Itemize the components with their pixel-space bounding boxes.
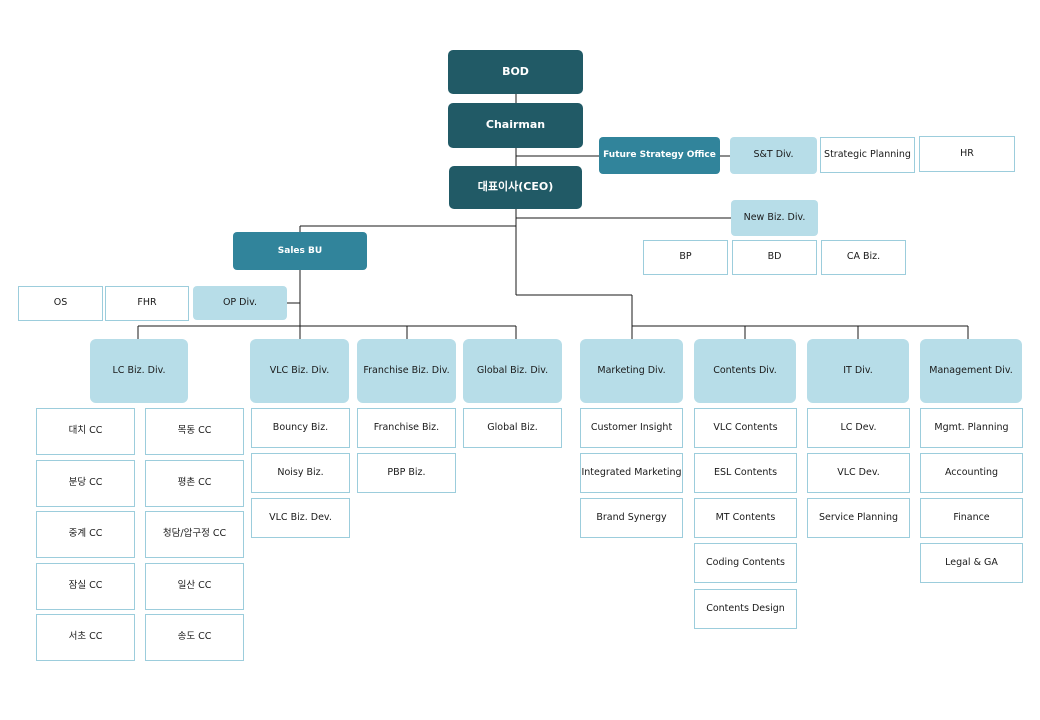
os-box: OS: [18, 286, 103, 321]
ceo-box: 대표이사(CEO): [449, 166, 582, 209]
unit-box: VLC Contents: [694, 408, 797, 448]
lc-center-box: 중계 CC: [36, 511, 135, 558]
unit-box: Coding Contents: [694, 543, 797, 583]
unit-box: Contents Design: [694, 589, 797, 629]
unit-box: Brand Synergy: [580, 498, 683, 538]
hr-box: HR: [919, 136, 1015, 172]
bod-box: BOD: [448, 50, 583, 94]
division-box: Management Div.: [920, 339, 1022, 403]
unit-box: VLC Biz. Dev.: [251, 498, 350, 538]
unit-box: LC Dev.: [807, 408, 910, 448]
unit-box: Legal & GA: [920, 543, 1023, 583]
unit-box: VLC Dev.: [807, 453, 910, 493]
fhr-box: FHR: [105, 286, 189, 321]
st-div-box: S&T Div.: [730, 137, 817, 174]
future-strategy-office-box: Future Strategy Office: [599, 137, 720, 174]
new-biz-unit-box: CA Biz.: [821, 240, 906, 275]
chairman-box: Chairman: [448, 103, 583, 148]
unit-box: Global Biz.: [463, 408, 562, 448]
unit-box: Integrated Marketing: [580, 453, 683, 493]
op-div-box: OP Div.: [193, 286, 287, 320]
unit-box: PBP Biz.: [357, 453, 456, 493]
unit-box: Service Planning: [807, 498, 910, 538]
lc-center-box: 대치 CC: [36, 408, 135, 455]
new-biz-div-box: New Biz. Div.: [731, 200, 818, 236]
new-biz-unit-box: BD: [732, 240, 817, 275]
unit-box: Bouncy Biz.: [251, 408, 350, 448]
lc-center-box: 분당 CC: [36, 460, 135, 507]
unit-box: Noisy Biz.: [251, 453, 350, 493]
division-box: Global Biz. Div.: [463, 339, 562, 403]
strategic-planning-box: Strategic Planning: [820, 137, 915, 173]
division-box: LC Biz. Div.: [90, 339, 188, 403]
unit-box: Customer Insight: [580, 408, 683, 448]
unit-box: Franchise Biz.: [357, 408, 456, 448]
unit-box: Finance: [920, 498, 1023, 538]
unit-box: Accounting: [920, 453, 1023, 493]
lc-center-box: 일산 CC: [145, 563, 244, 610]
unit-box: MT Contents: [694, 498, 797, 538]
division-box: Franchise Biz. Div.: [357, 339, 456, 403]
lc-center-box: 송도 CC: [145, 614, 244, 661]
lc-center-box: 서초 CC: [36, 614, 135, 661]
unit-box: ESL Contents: [694, 453, 797, 493]
division-box: VLC Biz. Div.: [250, 339, 349, 403]
lc-center-box: 평촌 CC: [145, 460, 244, 507]
division-box: IT Div.: [807, 339, 909, 403]
division-box: Contents Div.: [694, 339, 796, 403]
lc-center-box: 잠실 CC: [36, 563, 135, 610]
sales-bu-box: Sales BU: [233, 232, 367, 270]
unit-box: Mgmt. Planning: [920, 408, 1023, 448]
lc-center-box: 목동 CC: [145, 408, 244, 455]
lc-center-box: 청담/압구정 CC: [145, 511, 244, 558]
division-box: Marketing Div.: [580, 339, 683, 403]
new-biz-unit-box: BP: [643, 240, 728, 275]
